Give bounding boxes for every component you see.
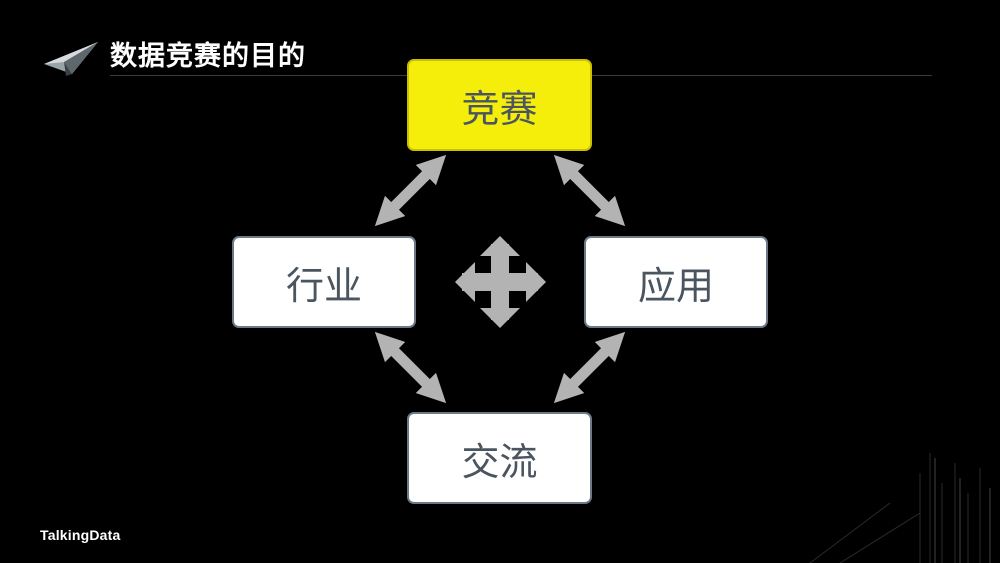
- four-way-arrow-icon: [455, 236, 546, 328]
- decorative-lines: [809, 453, 991, 563]
- node-exchange: 交流: [407, 412, 592, 504]
- node-application-label: 应用: [637, 263, 714, 308]
- arrow-bottom-right: [553, 331, 626, 404]
- node-competition: 竞赛: [407, 59, 592, 151]
- page-title: 数据竞赛的目的: [110, 41, 306, 72]
- node-application: 应用: [584, 236, 768, 328]
- arrow-bottom-left: [374, 331, 447, 404]
- arrow-top-left: [374, 154, 447, 227]
- paper-plane-logo-icon: [44, 42, 98, 76]
- node-industry-label: 行业: [285, 263, 362, 308]
- node-competition-label: 竞赛: [461, 86, 538, 131]
- node-exchange-label: 交流: [461, 439, 538, 484]
- node-industry: 行业: [232, 236, 416, 328]
- arrow-top-right: [553, 154, 626, 227]
- brand-logo-text: TalkingData: [40, 527, 121, 543]
